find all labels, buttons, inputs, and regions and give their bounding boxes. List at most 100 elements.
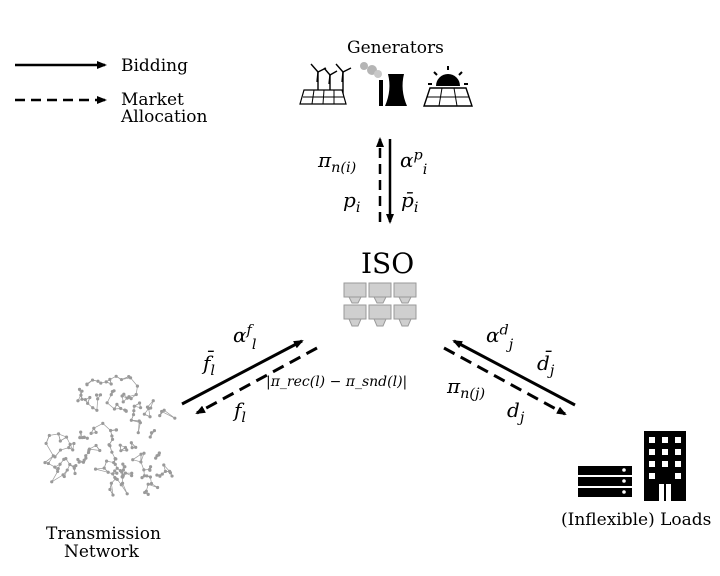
network-edge [163,409,176,419]
network-node [71,448,75,452]
network-node [84,456,88,460]
network-node [148,415,152,419]
network-node [139,460,143,464]
network-node [58,439,62,443]
network-node [112,389,116,393]
building-icon [644,431,686,501]
network-node [144,489,148,493]
network-node [101,421,105,425]
network-node [129,418,133,422]
network-node [137,401,142,405]
network-node [142,474,147,478]
network-node [108,444,112,448]
network-edge [51,471,58,482]
network-node [148,465,153,469]
network-node [108,428,113,433]
network-node [108,487,112,492]
network-node [119,377,124,382]
net-fbar-label: f̄l [203,351,216,379]
network-node [167,469,172,473]
network-node [80,435,84,440]
network-node [173,416,177,420]
network-node [135,384,140,388]
network-node [155,454,159,458]
network-node [81,460,86,464]
network-node [90,378,95,382]
gen-p-label: pi [343,188,361,216]
network-node [115,402,119,406]
network-node [79,393,83,397]
network-node [104,380,108,384]
network-node [80,397,84,401]
gen-price-label: πn(i) [318,148,357,176]
network-edge [102,423,111,431]
network-node [65,468,69,472]
network-node [67,446,71,450]
load-bidding-arrow [452,339,576,407]
network-node [77,387,82,392]
gen-alpha-label: αpi [400,147,428,178]
network-label-line1: Transmission [46,524,161,544]
generators-label: Generators [347,38,444,58]
network-node [114,428,119,432]
network-node [114,477,118,481]
network-node [94,443,98,448]
network-node [86,450,91,455]
network-node [68,462,72,467]
network-node [114,374,118,378]
network-node [142,412,146,416]
network-node [139,452,143,456]
network-node [129,441,133,445]
network-node [46,461,50,466]
network-node [148,435,152,439]
network-node [99,381,103,385]
solar-panel-icon [299,89,347,105]
network-node [118,443,122,447]
net-market-arrow [195,346,318,415]
network-node [112,407,117,411]
network-node [76,457,80,462]
power-plant-icon [360,62,407,106]
network-node [125,492,129,496]
network-edge [132,453,142,461]
load-alpha-label: αdj [486,322,514,353]
network-node [160,472,164,476]
network-edge [45,443,54,456]
network-edge [161,411,175,419]
network-node [78,436,82,440]
network-node [123,465,127,469]
network-node [102,466,106,470]
legend-bidding-label: Bidding [121,56,188,76]
network-node [110,434,114,438]
network-node [85,382,89,386]
network-node [111,493,115,497]
network-node [131,413,136,417]
network-node [157,451,161,455]
network-node [163,469,168,473]
network-node [148,468,152,472]
network-node [121,462,125,466]
network-node [98,393,103,397]
network-node [95,408,99,412]
network-node [56,466,60,471]
network-node [130,446,134,450]
network-node [158,414,162,418]
net-price-diff-label: |π_rec(l) − π_snd(l)| [266,374,408,390]
network-node [170,474,174,478]
network-node [44,441,48,446]
network-node [145,474,149,478]
network-node [120,470,124,474]
network-node [145,405,150,409]
network-node [56,469,60,474]
network-node [108,377,112,381]
network-node [58,448,63,452]
network-node [119,406,123,411]
network-node [105,401,109,405]
network-node [115,471,119,475]
network-node [53,465,57,469]
network-node [94,393,99,397]
network-node [113,469,117,473]
network-node [76,399,80,403]
